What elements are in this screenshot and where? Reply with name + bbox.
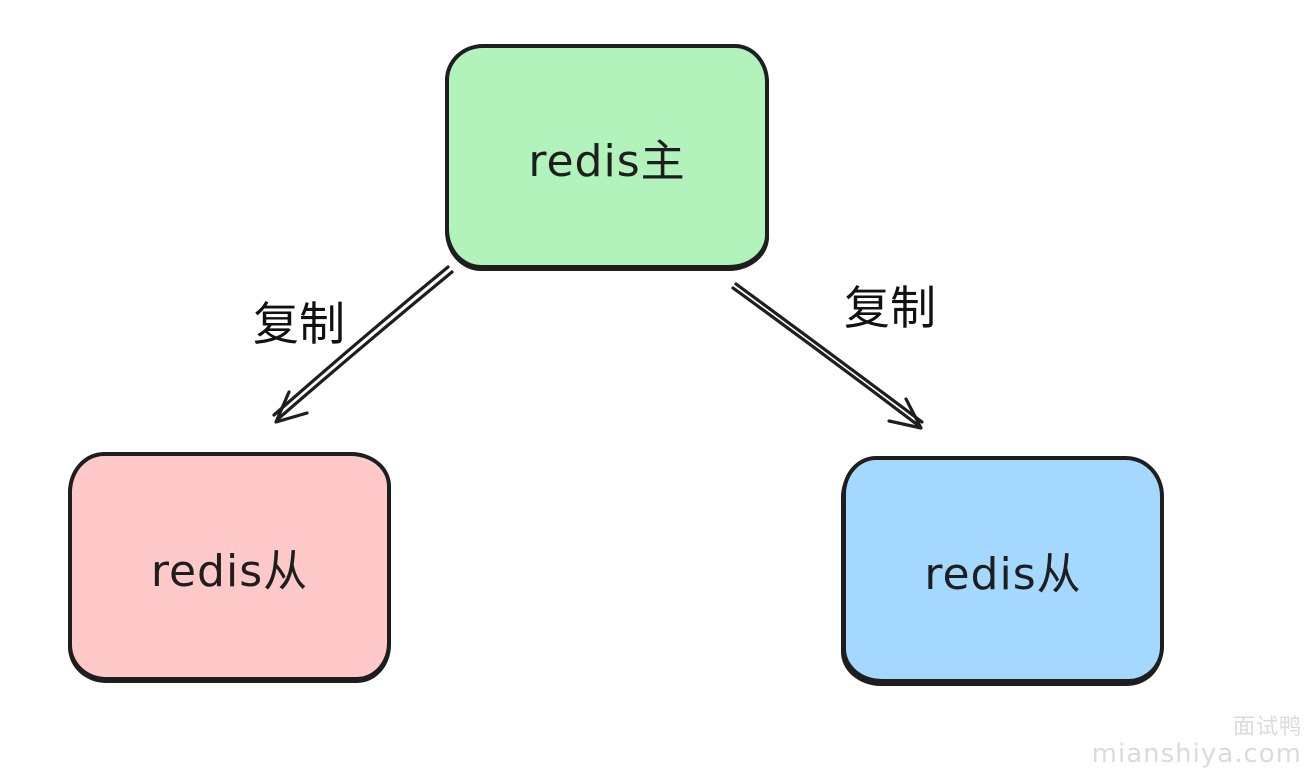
node-redis-slave-left-label: redis从	[150, 545, 309, 597]
watermark-title: 面试鸭	[1232, 714, 1302, 740]
node-redis-slave-right-label: redis从	[924, 548, 1082, 600]
node-redis-master: redis主	[445, 44, 769, 269]
edge-label-replication-left: 复制	[253, 297, 345, 351]
edge-label-replication-right: 复制	[844, 281, 936, 335]
watermark: 面试鸭 mianshiya.com	[1092, 715, 1302, 770]
node-redis-master-label: redis主	[528, 135, 686, 187]
watermark-site: mianshiya.com	[1091, 739, 1302, 770]
node-redis-slave-left: redis从	[68, 452, 391, 681]
node-redis-slave-right: redis从	[842, 456, 1164, 683]
